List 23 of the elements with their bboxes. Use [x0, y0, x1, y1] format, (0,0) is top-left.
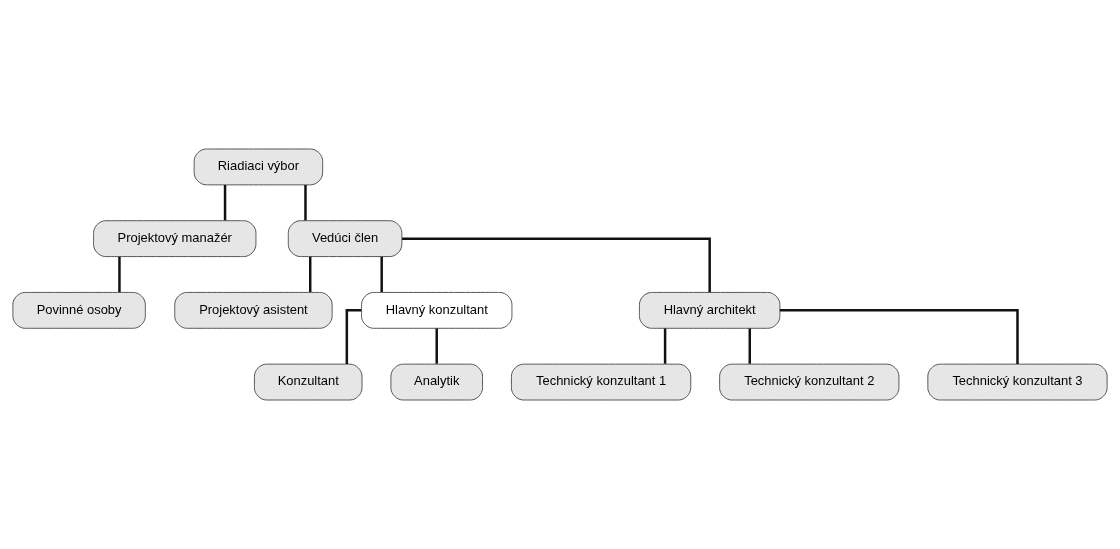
node-box: Projektový asistent — [174, 291, 333, 329]
connector — [779, 309, 1019, 364]
connector — [663, 328, 667, 364]
node-box: Vedúci člen — [287, 220, 403, 258]
connector — [380, 256, 383, 292]
connector — [118, 256, 121, 292]
node-box: Riadiaci výbor — [193, 148, 324, 186]
connector — [435, 328, 438, 364]
node-box: Projektový manažér — [93, 220, 257, 258]
connector — [345, 309, 362, 364]
node-box: Technický konzultant 3 — [927, 363, 1108, 401]
connector — [748, 328, 751, 364]
connector — [308, 256, 312, 292]
connector — [223, 185, 227, 221]
node-box: Technický konzultant 2 — [719, 363, 900, 401]
connector — [402, 237, 711, 293]
node-box: Hlavný konzultant — [361, 291, 513, 329]
node-box: Hlavný architekt — [638, 291, 781, 329]
node-box: Analytik — [390, 363, 484, 401]
connector — [304, 185, 307, 221]
node-box: Povinné osoby — [12, 291, 146, 329]
node-box: Konzultant — [253, 363, 363, 401]
node-box: Technický konzultant 1 — [510, 363, 692, 401]
